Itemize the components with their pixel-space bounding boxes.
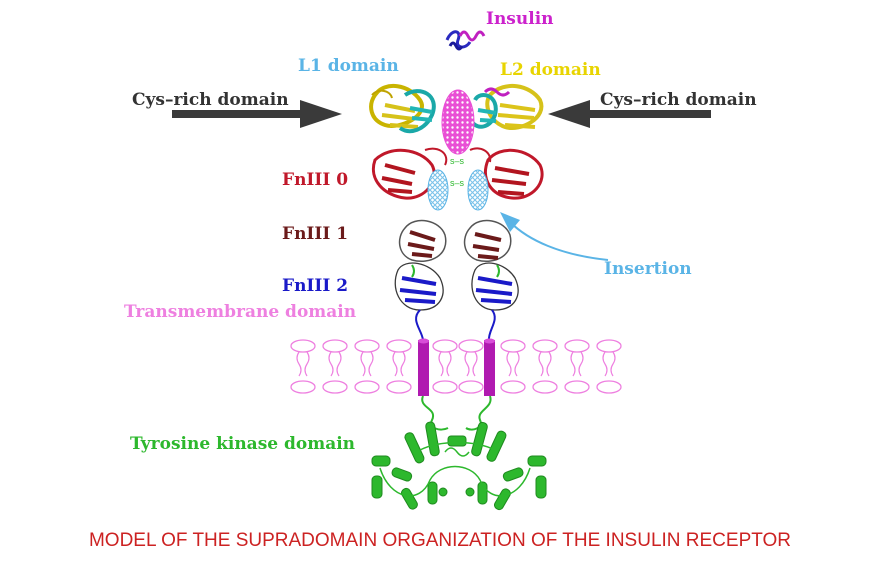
lipid-head-upper-10	[596, 339, 622, 353]
lipid-tails-3	[360, 351, 374, 377]
lipid-head-lower-2	[322, 380, 348, 394]
insertion-arrowhead	[500, 212, 520, 232]
figure-caption: MODEL OF THE SUPRADOMAIN ORGANIZATION OF…	[88, 530, 792, 551]
left-transmembrane-helix-top	[418, 338, 429, 344]
lipid-tails-2	[328, 351, 342, 377]
tyrosine-kinase-structure	[371, 421, 547, 511]
cys-rich-right-arrow	[548, 100, 711, 128]
lipid-head-upper-9	[564, 339, 590, 353]
lipid-head-lower-6	[458, 380, 484, 394]
disulfide-bond-top: s–s	[450, 156, 465, 166]
cys-rich-left-arrow	[172, 100, 342, 128]
lipid-head-lower-1	[290, 380, 316, 394]
lipid-head-upper-8	[532, 339, 558, 353]
lipid-tails-1	[296, 351, 310, 377]
left-juxtamembrane-linker	[415, 309, 424, 341]
fniii0-structure	[372, 147, 544, 211]
left-transmembrane-helix	[418, 340, 429, 396]
lipid-head-upper-6	[458, 339, 484, 353]
lipid-head-lower-7	[500, 380, 526, 394]
transmembrane-label: Transmembrane domain	[124, 302, 357, 322]
lipid-head-upper-1	[290, 339, 316, 353]
l1-l2-domain-structure	[369, 83, 544, 155]
insulin-molecule	[445, 30, 486, 51]
lipid-tails-8	[538, 351, 552, 377]
cys-rich-right-label: Cys–rich domain	[600, 90, 757, 110]
lipid-tails-6	[464, 351, 478, 377]
tyrosine-kinase-loops	[379, 441, 531, 497]
lipid-head-upper-4	[386, 339, 412, 353]
right-kinase-linker	[465, 395, 492, 431]
lipid-head-upper-2	[322, 339, 348, 353]
lipid-tails-10	[602, 351, 616, 377]
insertion-arrow	[509, 221, 609, 261]
l2-domain-label: L2 domain	[500, 60, 601, 80]
lipid-head-lower-3	[354, 380, 380, 394]
fniii1-structure	[398, 219, 512, 262]
fniii0-label: FnIII 0	[282, 170, 349, 190]
lipid-head-lower-4	[386, 380, 412, 394]
lipid-head-upper-3	[354, 339, 380, 353]
cys-rich-left-label: Cys–rich domain	[132, 90, 289, 110]
lipid-tails-4	[392, 351, 406, 377]
insertion-label: Insertion	[604, 259, 692, 279]
fniii2-structure	[394, 262, 519, 311]
lipid-head-lower-5	[432, 380, 458, 394]
insulin-label: Insulin	[486, 9, 554, 29]
fniii1-label: FnIII 1	[282, 224, 349, 244]
right-transmembrane-helix-top	[484, 338, 495, 344]
tyrosine-kinase-label: Tyrosine kinase domain	[130, 434, 356, 454]
right-juxtamembrane-linker	[487, 309, 496, 341]
lipid-head-lower-10	[596, 380, 622, 394]
lipid-head-upper-5	[432, 339, 458, 353]
right-transmembrane-helix	[484, 340, 495, 396]
lipid-tails-5	[438, 351, 452, 377]
lipid-head-lower-9	[564, 380, 590, 394]
lipid-tails-7	[506, 351, 520, 377]
lipid-bilayer	[290, 339, 622, 394]
fniii2-label: FnIII 2	[282, 276, 349, 296]
lipid-head-lower-8	[532, 380, 558, 394]
disulfide-bond-bottom: s–s	[450, 178, 465, 188]
left-kinase-linker	[421, 395, 449, 431]
l1-domain-label: L1 domain	[298, 56, 399, 76]
lipid-tails-9	[570, 351, 584, 377]
lipid-head-upper-7	[500, 339, 526, 353]
